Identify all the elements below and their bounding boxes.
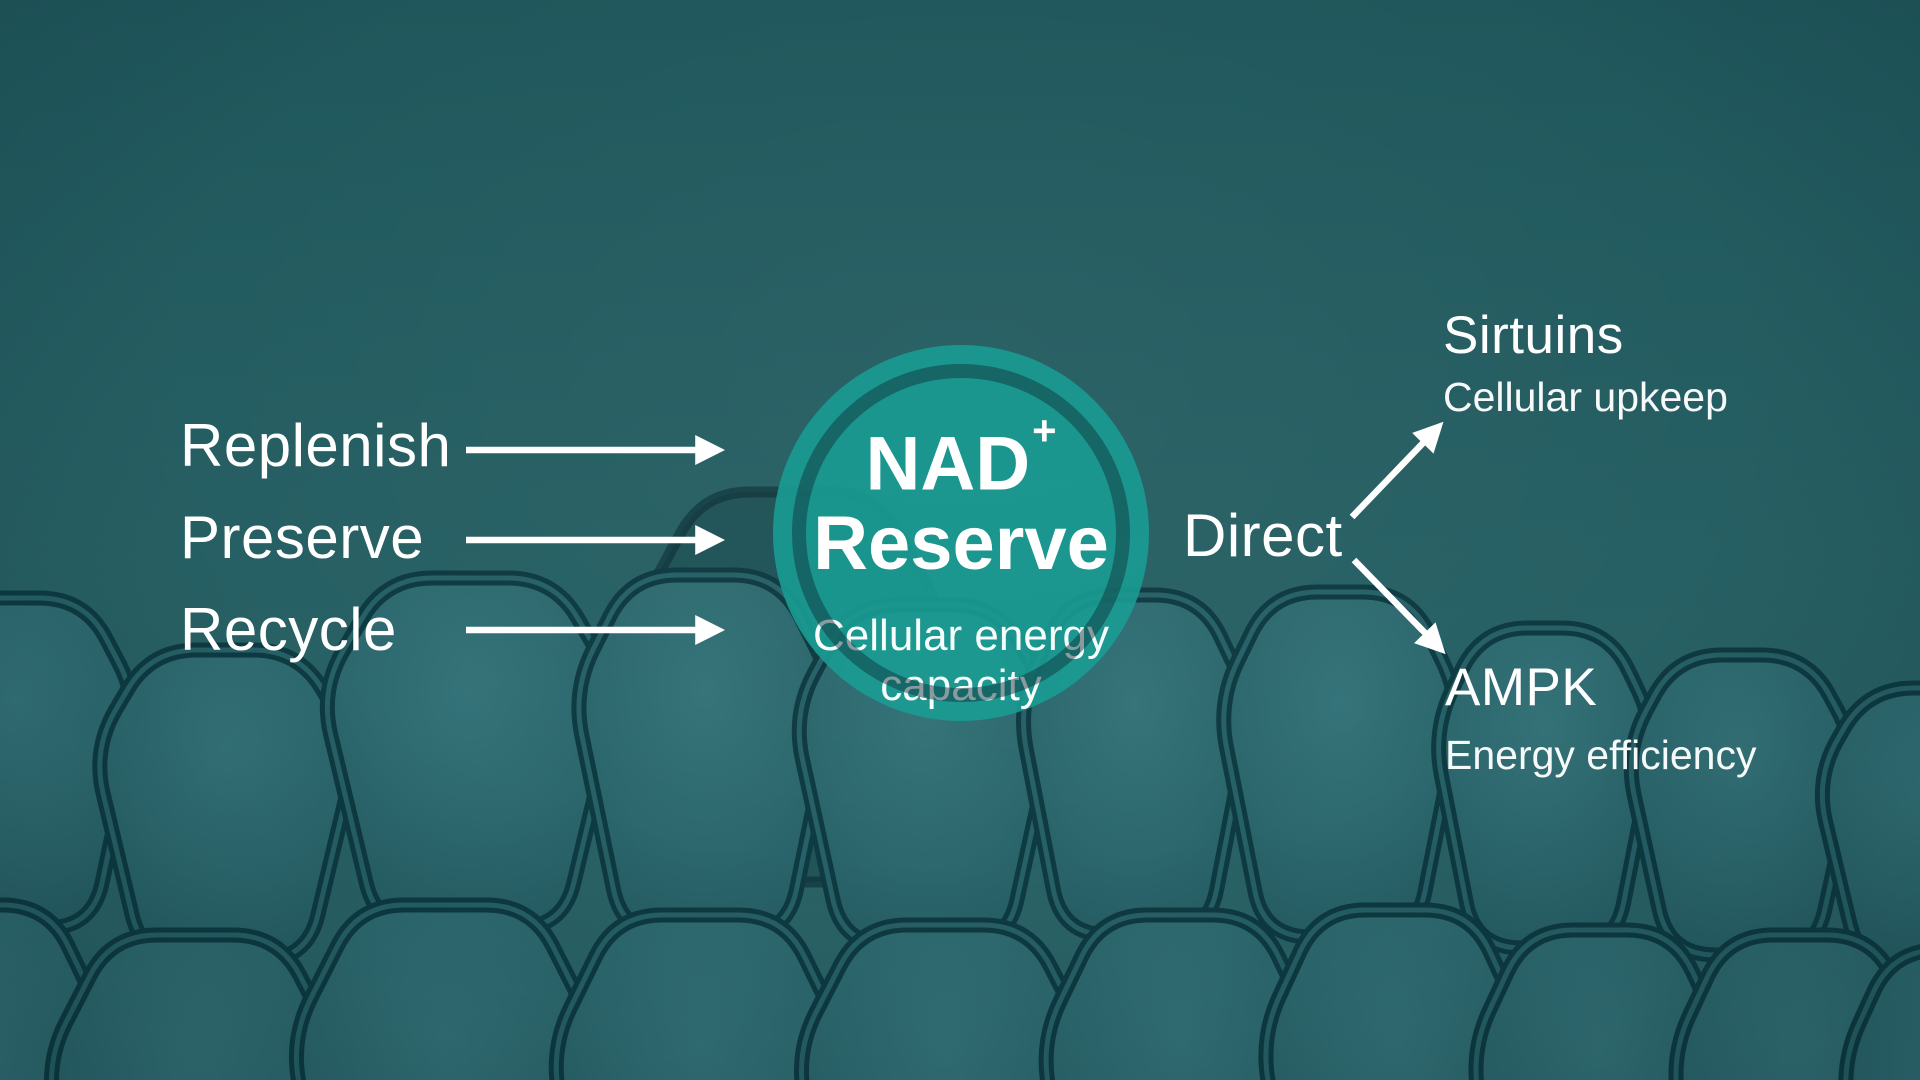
- arrow-direct-to-ampk: [1351, 557, 1446, 655]
- input-label-preserve: Preserve: [180, 504, 425, 571]
- output-ampk-subtitle: Energy efficiency: [1445, 732, 1757, 778]
- input-label-recycle: Recycle: [180, 596, 397, 663]
- output-sirtuins-subtitle: Cellular upkeep: [1443, 374, 1728, 420]
- arrow-direct-to-sirtuins: [1349, 421, 1444, 520]
- cell-shapes-group: [0, 486, 1920, 1080]
- hub-title-superscript: +: [1032, 407, 1057, 455]
- output-sirtuins: Sirtuins Cellular upkeep: [1443, 306, 1728, 421]
- output-sirtuins-title: Sirtuins: [1443, 306, 1624, 365]
- input-label-replenish: Replenish: [180, 412, 452, 479]
- output-ampk: AMPK Energy efficiency: [1445, 658, 1756, 779]
- hub-circle: NAD+ Reserve Cellular energy capacity: [773, 345, 1149, 721]
- connector-label-direct: Direct: [1183, 502, 1343, 569]
- output-ampk-title: AMPK: [1445, 658, 1598, 717]
